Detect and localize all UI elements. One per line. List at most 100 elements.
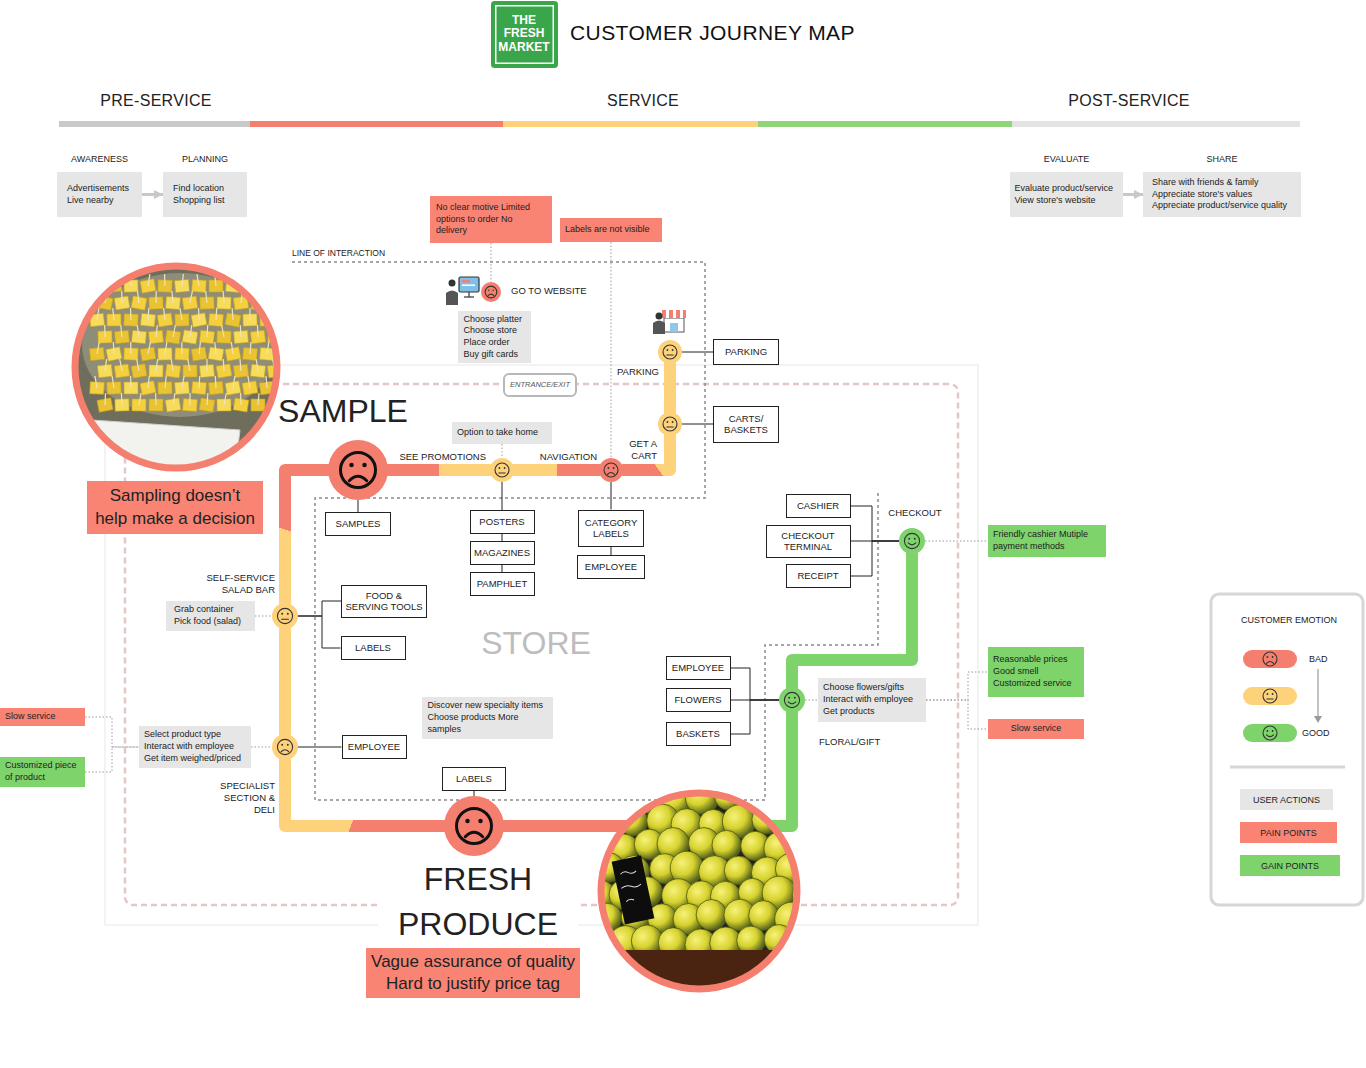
decor-circle	[604, 463, 618, 477]
phase-label: POST-SERVICE	[1068, 91, 1190, 110]
decor-line	[233, 376, 235, 388]
box-text: Option to take home	[457, 427, 547, 439]
decor-line	[137, 359, 139, 371]
box-text: MAGAZINES	[474, 547, 531, 558]
emotion-face	[663, 345, 677, 359]
link-line	[682, 352, 713, 353]
decor-circle	[804, 807, 832, 835]
stop-face	[481, 282, 501, 302]
box-text: CHECKOUT TERMINAL	[770, 530, 847, 553]
decor-circle	[672, 421, 674, 423]
stop-face	[272, 734, 298, 760]
pain-point-box: Sampling doesn’t help make a decision	[87, 481, 263, 534]
journey-stop: GET A CART	[658, 412, 682, 436]
decor-line	[104, 393, 106, 405]
stop-label: SELF-SERVICE SALAD BAR	[200, 572, 275, 596]
decor-line	[267, 342, 269, 354]
box-text: Sampling doesn’t help make a decision	[94, 485, 257, 529]
decor-line	[105, 359, 107, 371]
decor-line	[206, 393, 208, 405]
link-line	[611, 547, 612, 556]
decor-circle	[788, 697, 790, 699]
decor-line	[164, 308, 165, 320]
user-action-box: Choose flowers/gifts Interact with emplo…	[818, 678, 926, 722]
journey-path	[285, 470, 328, 603]
decor-circle	[613, 467, 615, 469]
decor-circle	[457, 809, 492, 844]
decor-line	[232, 308, 234, 320]
decor-line	[249, 308, 250, 320]
decor-rect	[1243, 687, 1297, 705]
decor-line	[137, 291, 139, 303]
decor-circle	[75, 266, 277, 468]
decor-line	[240, 359, 241, 371]
emotion-face	[457, 809, 492, 844]
journey-stop: SPECIALIST SECTION & DELI	[272, 734, 298, 760]
decor-line	[249, 342, 251, 354]
journey-path	[388, 464, 490, 476]
stop-label: FLORAL/GIFT	[819, 736, 880, 748]
decor-circle	[908, 538, 910, 540]
journey-stop: SEE PROMOTIONS	[490, 458, 514, 482]
decor-circle	[341, 453, 376, 488]
decor-path	[608, 473, 615, 475]
decor-circle	[281, 613, 283, 615]
stop-label: GET A CART	[621, 438, 657, 462]
pineapple-photo	[70, 260, 285, 480]
store-icon	[653, 310, 686, 334]
stop-label: NAVIGATION	[540, 451, 597, 463]
decor-line	[258, 393, 259, 405]
box-text: EMPLOYEE	[346, 741, 403, 752]
decor-path	[653, 321, 665, 335]
decor-line	[148, 376, 149, 388]
box-text: BASKETS	[670, 728, 727, 739]
decor-path	[499, 472, 505, 473]
decor-path	[1267, 662, 1274, 664]
decor-line	[121, 291, 122, 303]
decor-circle	[1267, 656, 1269, 658]
decor-circle	[914, 538, 916, 540]
decor-line	[198, 308, 200, 320]
box-text: Share with friends & family Appreciate s…	[1152, 177, 1292, 212]
decor-rect	[1211, 594, 1363, 905]
stop-label: PARKING	[617, 366, 659, 378]
decor-line	[223, 291, 225, 303]
touchpoint-box: SAMPLES	[325, 512, 391, 536]
dotted-leader	[491, 243, 492, 282]
decor-line	[148, 274, 150, 286]
decor-circle	[667, 421, 669, 423]
decor-line	[171, 359, 173, 371]
user-action-box: PLANNINGFind location Shopping list	[163, 172, 247, 217]
emotion-face	[904, 533, 919, 548]
decor-line	[95, 376, 97, 388]
decor-path	[349, 476, 367, 481]
box-text: ENTRANCE/EXIT	[508, 381, 572, 389]
emotion-face	[277, 608, 292, 623]
box-heading: AWARENESS	[71, 154, 128, 165]
pain-point-box: Slow service	[988, 719, 1084, 739]
journey-path	[279, 629, 291, 734]
decor-circle	[478, 819, 483, 824]
decor-circle	[499, 467, 501, 469]
link-line	[358, 500, 359, 512]
decor-line	[215, 376, 217, 388]
decor-line	[96, 274, 98, 286]
user-action-box: Option to take home	[452, 422, 552, 444]
decor-line	[112, 376, 114, 388]
journey-stop: GO TO WEBSITE	[481, 282, 501, 302]
stop-face	[899, 528, 925, 554]
box-text: Find location Shopping list	[173, 183, 237, 206]
decor-line	[256, 359, 258, 371]
box-heading: PLANNING	[182, 154, 228, 165]
box-text: EMPLOYEE	[670, 662, 727, 673]
decor-line	[189, 393, 190, 405]
journey-path	[514, 464, 599, 476]
decor-line	[215, 308, 217, 320]
box-text: CASHIER	[790, 500, 847, 511]
decor-circle	[349, 463, 354, 468]
decor-line	[181, 342, 182, 354]
box-text: Select product type Interact with employ…	[144, 729, 246, 764]
decor-circle	[789, 783, 819, 813]
decor-line	[173, 393, 175, 405]
